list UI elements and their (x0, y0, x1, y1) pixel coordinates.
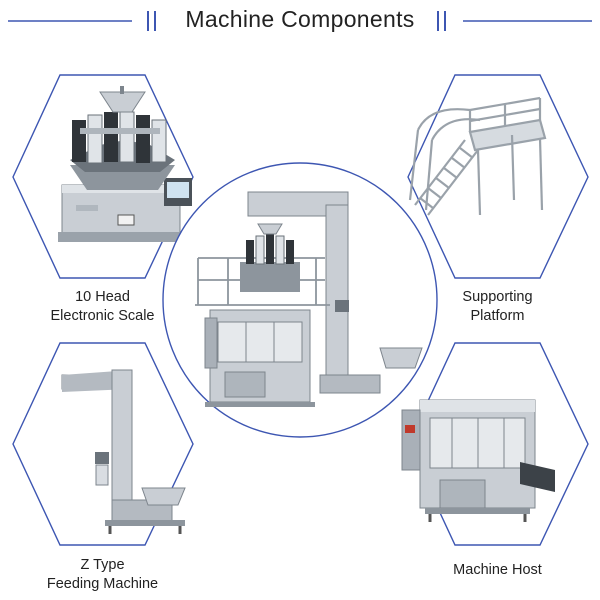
label-platform-line2: Platform (470, 308, 525, 324)
label-host-line1: Machine Host (453, 562, 542, 578)
host-illustration (401, 399, 555, 522)
header-decoration (8, 11, 592, 31)
platform-illustration (408, 96, 547, 216)
hexagon-frame-feeder (12, 342, 194, 546)
label-electronic-scale: 10 Head Electronic Scale (20, 288, 185, 326)
label-supporting-platform: Supporting Platform (415, 288, 580, 326)
label-feeder-line2: Feeding Machine (46, 576, 159, 592)
scale-machine-illustration (58, 86, 192, 242)
hexagon-frame-platform (407, 74, 589, 279)
label-scale-line1: 10 Head (75, 289, 130, 305)
full-system-illustration (195, 191, 423, 407)
hexagon-frame-host (407, 342, 589, 546)
page-title: Machine Components (185, 6, 415, 32)
label-feeder-line1: Z Type (80, 557, 125, 573)
label-machine-host: Machine Host (415, 561, 580, 580)
hexagon-frame-scale (12, 74, 194, 279)
label-feeding-machine: Z Type Feeding Machine (20, 556, 185, 594)
label-scale-line2: Electronic Scale (50, 308, 155, 324)
feeder-illustration (61, 369, 186, 534)
label-platform-line1: Supporting (462, 289, 533, 305)
